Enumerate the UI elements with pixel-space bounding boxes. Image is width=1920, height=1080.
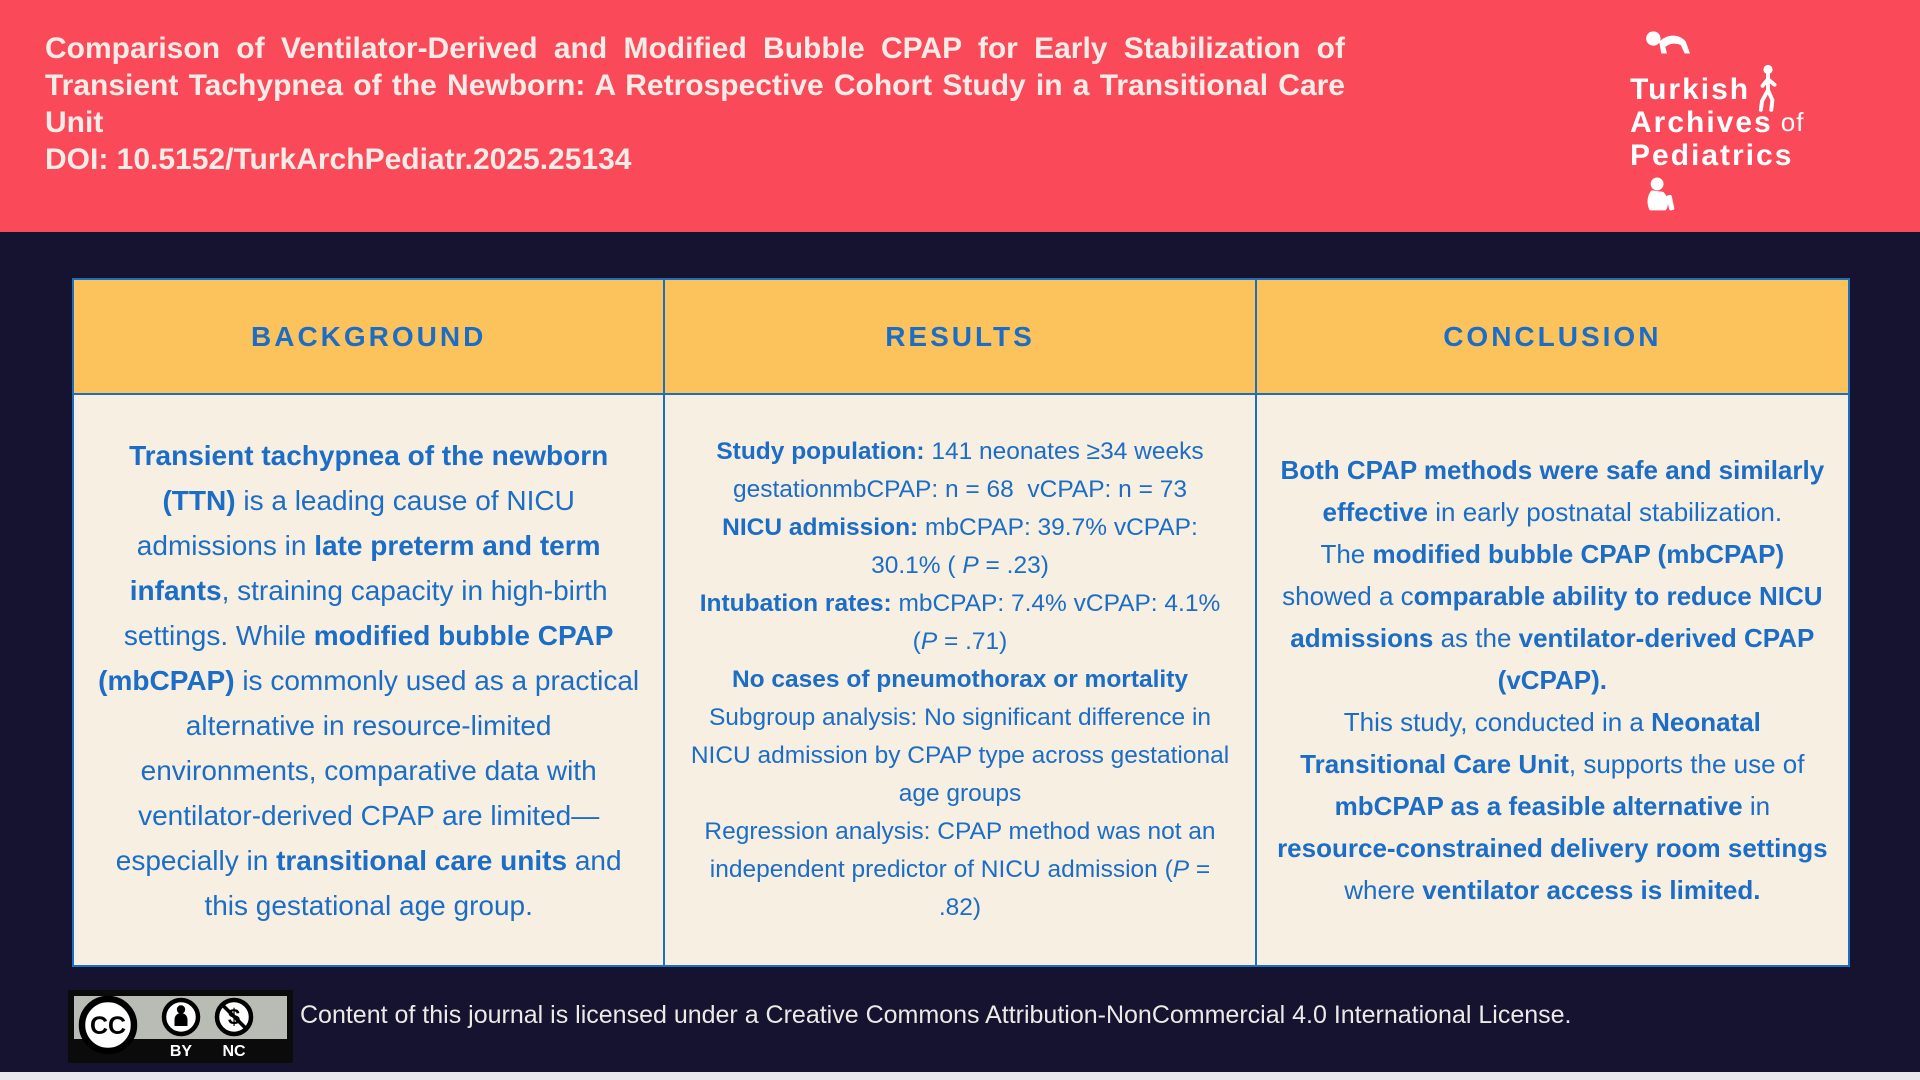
background-text: Transient tachypnea of the newborn (TTN)… [98,439,647,921]
bottom-edge-strip [0,1072,1920,1080]
cc-icon: CC [78,995,138,1055]
title-block: Comparison of Ventilator-Derived and Mod… [45,30,1345,178]
by-label: BY [170,1043,193,1060]
crawling-baby-icon [1646,31,1690,54]
nc-icon: $ [214,997,254,1037]
column-header-conclusion: CONCLUSION [1256,280,1848,395]
column-header-background: BACKGROUND [74,280,666,395]
conclusion-cell: Both CPAP methods were safe and similarl… [1256,395,1848,965]
svg-text:CC: CC [90,1012,126,1040]
by-icon [161,997,201,1037]
column-header-results: RESULTS [665,280,1257,395]
article-title: Comparison of Ventilator-Derived and Mod… [45,32,1345,139]
title-banner: Comparison of Ventilator-Derived and Mod… [0,0,1920,232]
walking-child-icon [1759,64,1777,112]
journal-logo: Turkish Archives of Pediatrics [1630,26,1860,214]
article-doi: DOI: 10.5152/TurkArchPediatr.2025.25134 [45,143,632,176]
logo-word-turkish: Turkish [1630,73,1751,106]
results-cell: Study population: 141 neonates ≥34 weeks… [665,395,1257,965]
nc-label: NC [222,1043,246,1060]
reading-baby-icon [1647,177,1675,211]
abstract-table: BACKGROUND RESULTS CONCLUSION Transient … [72,278,1850,967]
license-statement: Content of this journal is licensed unde… [300,1001,1572,1029]
background-cell: Transient tachypnea of the newborn (TTN)… [74,395,666,965]
logo-word-of: of [1780,107,1805,137]
cc-by-nc-badge: CC $ BY NC [68,990,293,1063]
results-text: Study population: 141 neonates ≥34 weeks… [690,438,1236,921]
logo-word-pediatrics: Pediatrics [1630,139,1794,172]
conclusion-text: Both CPAP methods were safe and similarl… [1277,455,1835,905]
logo-word-archives: Archives [1630,106,1773,139]
